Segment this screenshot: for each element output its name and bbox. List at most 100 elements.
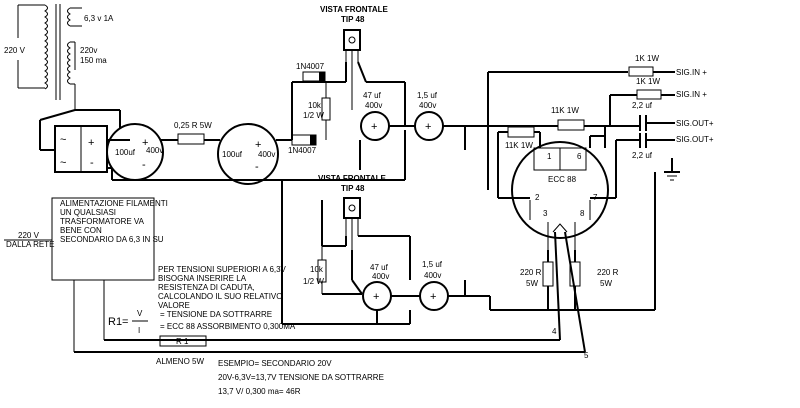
filter-cap1-label: 100uf (115, 148, 136, 157)
lower-cap-label: 47 uf (370, 263, 389, 272)
diode-lower-band (310, 135, 316, 145)
note-line-5: VALORE (158, 301, 190, 310)
filament-note-line-5: SECONDARIO DA 6,3 IN SU (60, 235, 164, 244)
filter-resistor-label: 0,25 R 5W (174, 121, 212, 130)
filter-cap2-plus: + (255, 139, 261, 151)
lower-res-watt: 1/2 W (303, 277, 324, 286)
input-res2-label: 1K 1W (636, 77, 660, 86)
filament-note-line-2: UN QUALSIASI (60, 208, 116, 217)
rectifier-ac-symbol: ~ (60, 134, 66, 146)
upper-cap-label: 47 uf (363, 91, 382, 100)
upper-cap-voltage: 400v (365, 101, 382, 110)
formula-i-desc: = ECC 88 ASSORBIMENTO 0,300MA (160, 322, 296, 331)
rectifier-minus: - (90, 157, 94, 169)
lower-cap-plus: + (373, 291, 379, 303)
tube-pin-1: 1 (547, 152, 552, 161)
tube-heater (552, 223, 568, 233)
diode-upper-band (319, 72, 325, 81)
upper-reg-title: VISTA FRONTALE (320, 5, 389, 14)
ground-icon (490, 158, 680, 311)
filter-resistor (177, 133, 205, 145)
upper-cap-plus: + (371, 121, 377, 133)
coupling-cap1-label: 2,2 uf (632, 101, 653, 110)
anode-resistor-1 (557, 119, 585, 131)
tube-pin-2: 2 (535, 193, 540, 202)
transformer-primary-label: 220 V (4, 46, 26, 55)
rectifier-ac-symbol-2: ~ (60, 157, 66, 169)
filament-note-line-1: ALIMENTAZIONE FILAMENTI (60, 199, 168, 208)
lower-cap2-plus: + (430, 291, 436, 303)
upper-reg-subtitle: TIP 48 (341, 15, 365, 24)
note-line-1: PER TENSIONI SUPERIORI A 6,3V (158, 265, 287, 274)
lower-reg-subtitle: TIP 48 (341, 184, 365, 193)
formula-v: V (137, 309, 143, 318)
lower-transistor-tip48 (343, 197, 361, 250)
filter-cap-2 (217, 123, 279, 185)
sig-out-1[interactable]: SIG.OUT+ (676, 119, 714, 128)
filter-cap1-plus: + (142, 137, 148, 149)
diode-upper-label: 1N4007 (296, 62, 325, 71)
transformer-hv-label: 220v (80, 46, 97, 55)
note-line-2: BISOGNA INSERIRE LA (158, 274, 247, 283)
input-resistor-1k-2 (636, 89, 662, 100)
lower-cap2-voltage: 400v (424, 271, 441, 280)
anode-res1-label: 11K 1W (551, 106, 579, 115)
filament-supply-box (51, 197, 155, 281)
almeno-label: ALMENO 5W (156, 357, 204, 366)
transformer-filament-label: 6,3 v 1A (84, 14, 114, 23)
heater-node-5: 5 (584, 351, 589, 360)
example-line-1: ESEMPIO= SECONDARIO 20V (218, 359, 332, 368)
upper-res-label: 10k (308, 101, 322, 110)
transformer-hv-current-label: 150 ma (80, 56, 107, 65)
input-resistor-1k-1 (628, 66, 654, 77)
upper-cap2-plus: + (425, 121, 431, 133)
lower-cap-voltage: 400v (372, 272, 389, 281)
upper-transistor-tip48 (343, 29, 361, 70)
formula-i: I (138, 326, 140, 335)
upper-cap2-label: 1,5 uf (417, 91, 438, 100)
diode-lower-label: 1N4007 (288, 146, 317, 155)
cathode-res2-label: 220 R (597, 268, 619, 277)
example-line-3: 13,7 V/ 0,300 ma= 46R (218, 387, 301, 396)
tube-name: ECC 88 (548, 175, 577, 184)
tube-pin-8: 8 (580, 209, 585, 218)
anode-resistor-2 (507, 126, 535, 138)
lower-reg-title: VISTA FRONTALE (318, 174, 387, 183)
tube-pin-6: 6 (577, 152, 582, 161)
formula-v-desc: = TENSIONE DA SOTTRARRE (160, 310, 272, 319)
filament-note-line-4: BENE CON (60, 226, 102, 235)
sig-in-2[interactable]: SIG.IN + (676, 90, 707, 99)
tube-pin-3: 3 (543, 209, 548, 218)
lower-res-label: 10k (310, 265, 324, 274)
sig-in-1[interactable]: SIG.IN + (676, 68, 707, 77)
r1-label: R 1 (176, 337, 189, 346)
dropping-resistor-r1 (159, 335, 207, 347)
filter-cap2-voltage: 400v (258, 150, 275, 159)
filter-cap2-minus: - (255, 161, 259, 173)
heater-node-4: 4 (552, 327, 557, 336)
cathode-res1-watt: 5W (526, 279, 538, 288)
filter-cap1-minus: - (142, 159, 146, 171)
mains-label-1: 220 V (18, 231, 40, 240)
anode-res2-label: 11K 1W (505, 141, 533, 150)
rectifier-plus: + (88, 137, 94, 149)
sig-out-2[interactable]: SIG.OUT+ (676, 135, 714, 144)
coupling-cap2-label: 2,2 uf (632, 151, 653, 160)
upper-cap2-voltage: 400v (419, 101, 436, 110)
input-res1-label: 1K 1W (635, 54, 659, 63)
lower-cap2-label: 1,5 uf (422, 260, 443, 269)
upper-res-watt: 1/2 W (303, 111, 324, 120)
note-line-4: CALCOLANDO IL SUO RELATIVO (158, 292, 282, 301)
cathode-res2-watt: 5W (600, 279, 612, 288)
example-line-2: 20V-6,3V=13,7V TENSIONE DA SOTTRARRE (218, 373, 384, 382)
filament-note-line-3: TRASFORMATORE VA (60, 217, 145, 226)
power-transformer (17, 4, 82, 110)
cathode-res1-label: 220 R (520, 268, 542, 277)
mains-label-2: DALLA RETE (6, 240, 54, 249)
r1-formula: R1= (108, 316, 129, 328)
filter-cap1-voltage: 400v (146, 146, 163, 155)
filter-cap2-label: 100uf (222, 150, 243, 159)
note-line-3: RESISTENZA DI CADUTA, (158, 283, 255, 292)
ecc88-tube (511, 141, 609, 239)
